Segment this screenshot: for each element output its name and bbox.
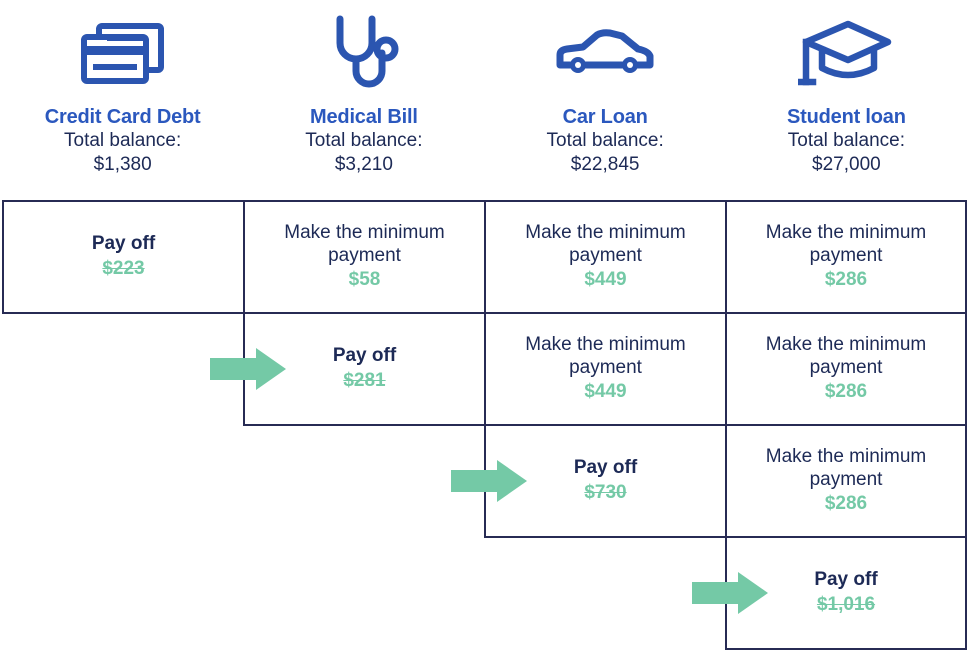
balance-label: Total balance:: [64, 130, 182, 151]
cell-action: Make the minimum payment: [765, 446, 927, 490]
balance-label: Total balance:: [787, 130, 905, 151]
debt-header-car-loan: Car Loan Total balance: $22,845: [485, 0, 726, 198]
cell-action: Make the minimum payment: [525, 334, 686, 378]
cell-action: Pay off: [332, 345, 397, 367]
stethoscope-icon: [318, 8, 410, 104]
table-row-4-cell-student[interactable]: Pay off $1,016: [725, 536, 967, 650]
table-row-3-cell-student[interactable]: Make the minimum payment $286: [725, 424, 967, 538]
cell-amount: $449: [584, 381, 627, 403]
balance-amount: $22,845: [570, 153, 640, 175]
cell-amount: $286: [824, 493, 868, 515]
table-row-1-cell-credit-card[interactable]: Pay off $223: [2, 200, 245, 314]
balance-label: Total balance:: [546, 130, 664, 151]
cell-amount: $1,016: [816, 593, 876, 615]
debt-header-credit-card-debt: Credit Card Debt Total balance: $1,380: [2, 0, 243, 198]
table-row-2-cell-car[interactable]: Make the minimum payment $449: [484, 312, 727, 426]
cell-action: Make the minimum payment: [284, 222, 445, 266]
debt-header-medical-bill: Medical Bill Total balance: $3,210: [243, 0, 484, 198]
debt-headers-row: Credit Card Debt Total balance: $1,380 M…: [2, 0, 967, 198]
cell-amount: $223: [102, 257, 145, 279]
table-row-1-cell-student[interactable]: Make the minimum payment $286: [725, 200, 967, 314]
cell-action: Make the minimum payment: [525, 222, 686, 266]
balance-amount: $1,380: [93, 153, 152, 175]
debt-title: Student loan: [787, 106, 906, 128]
cell-action: Pay off: [814, 569, 878, 591]
debt-title: Medical Bill: [310, 106, 418, 128]
table-row-2-cell-student[interactable]: Make the minimum payment $286: [725, 312, 967, 426]
balance-amount: $27,000: [812, 153, 881, 175]
credit-card-icon: [77, 8, 169, 104]
cell-action: Make the minimum payment: [765, 334, 927, 378]
cell-amount: $286: [824, 269, 868, 291]
balance-amount: $3,210: [334, 153, 393, 175]
graduation-cap-icon: [798, 8, 894, 104]
debt-header-student-loan: Student loan Total balance: $27,000: [726, 0, 967, 198]
table-row-1-cell-medical[interactable]: Make the minimum payment $58: [243, 200, 486, 314]
cell-amount: $281: [343, 369, 386, 391]
cell-action: Pay off: [573, 457, 638, 479]
debt-title: Credit Card Debt: [44, 106, 201, 128]
car-icon: [550, 8, 660, 104]
payment-plan-grid: Pay off $223 Make the minimum payment $5…: [2, 200, 967, 653]
table-row-3-cell-car[interactable]: Pay off $730: [484, 424, 727, 538]
cell-amount: $449: [584, 269, 627, 291]
cell-action: Pay off: [91, 233, 156, 255]
balance-label: Total balance:: [305, 130, 423, 151]
cell-amount: $730: [584, 481, 627, 503]
table-row-1-cell-car[interactable]: Make the minimum payment $449: [484, 200, 727, 314]
cell-amount: $286: [824, 381, 868, 403]
cell-action: Make the minimum payment: [765, 222, 927, 266]
table-row-2-cell-medical[interactable]: Pay off $281: [243, 312, 486, 426]
cell-amount: $58: [348, 269, 381, 291]
debt-title: Car Loan: [562, 106, 648, 128]
